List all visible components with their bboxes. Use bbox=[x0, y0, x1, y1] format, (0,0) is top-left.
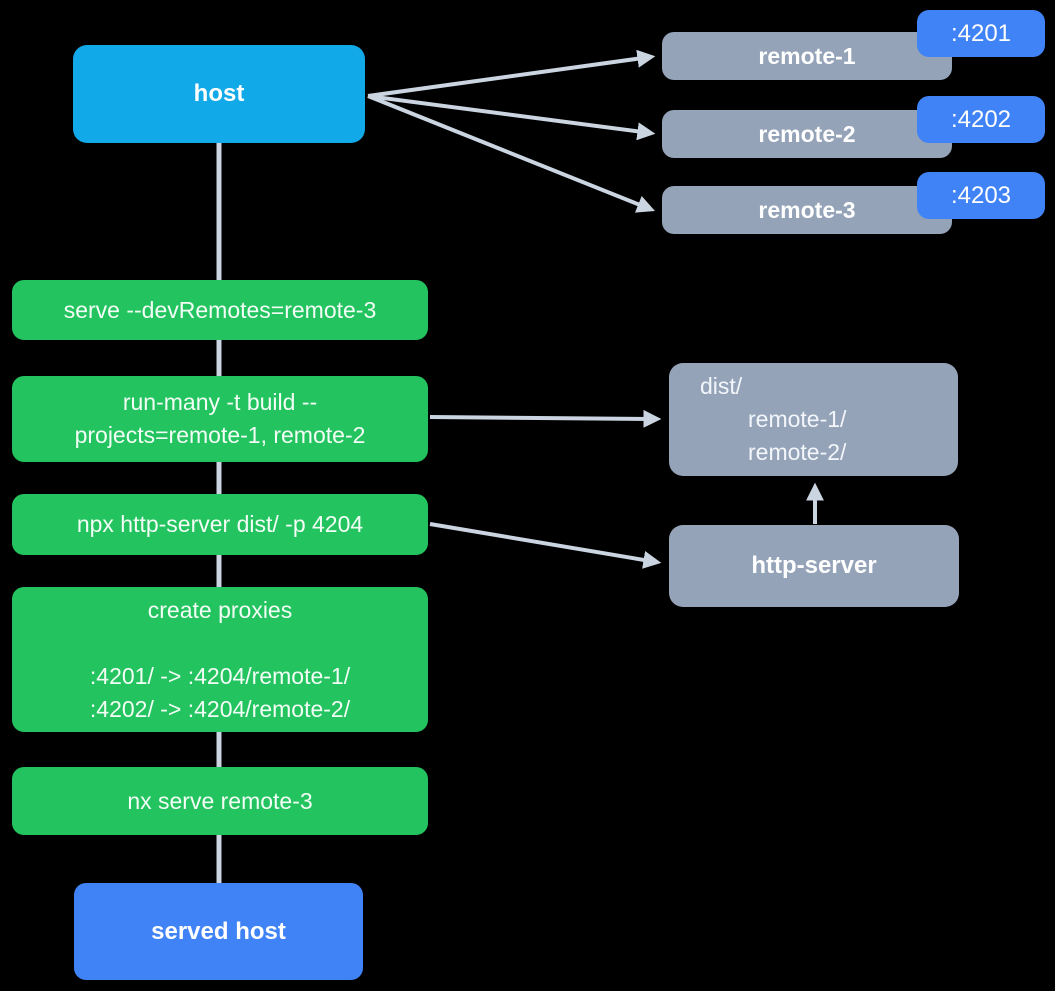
remote-1-node: remote-1 bbox=[662, 32, 952, 80]
remote-1-label: remote-1 bbox=[758, 42, 856, 69]
dist-folder-node: dist/ remote-1/ remote-2/ bbox=[669, 363, 958, 476]
port-badge-4202: :4202 bbox=[917, 96, 1045, 143]
port-4201-label: :4201 bbox=[950, 19, 1012, 47]
step-npx-line: npx http-server dist/ -p 4204 bbox=[76, 511, 364, 537]
served-host-label: served host bbox=[151, 917, 286, 945]
remote-2-label: remote-2 bbox=[758, 120, 856, 147]
dist-remote-1-label: remote-1/ bbox=[748, 406, 847, 432]
step-serve-devremotes: serve --devRemotes=remote-3 bbox=[12, 280, 428, 340]
step-npx-http-server: npx http-server dist/ -p 4204 bbox=[12, 494, 428, 555]
proxies-map-1: :4201/ -> :4204/remote-1/ bbox=[89, 662, 351, 689]
proxies-title: create proxies bbox=[147, 596, 293, 623]
arrow-host-remote-3 bbox=[367, 94, 656, 213]
arrow-host-remote-2 bbox=[367, 94, 656, 141]
served-host-node: served host bbox=[74, 883, 363, 980]
proxies-map-2: :4202/ -> :4204/remote-2/ bbox=[89, 695, 351, 722]
arrow-build-dist bbox=[429, 409, 662, 428]
port-4202-label: :4202 bbox=[950, 105, 1012, 133]
arrow-host-remote-1 bbox=[367, 49, 656, 98]
http-server-node: http-server bbox=[669, 525, 959, 607]
step-nx-serve-remote-3: nx serve remote-3 bbox=[12, 767, 428, 835]
port-4203-label: :4203 bbox=[950, 181, 1012, 209]
remote-3-node: remote-3 bbox=[662, 186, 952, 234]
arrow-npx-httpserver bbox=[429, 522, 662, 569]
step-create-proxies: create proxies :4201/ -> :4204/remote-1/… bbox=[12, 587, 428, 732]
step-nxserve-line: nx serve remote-3 bbox=[127, 787, 313, 814]
remote-3-label: remote-3 bbox=[758, 196, 856, 223]
step-build-line-2: projects=remote-1, remote-2 bbox=[74, 422, 366, 448]
remote-2-node: remote-2 bbox=[662, 110, 952, 158]
dist-root-label: dist/ bbox=[700, 373, 743, 399]
port-badge-4201: :4201 bbox=[917, 10, 1045, 57]
step-build-line-1: run-many -t build -- bbox=[122, 389, 318, 415]
host-node: host bbox=[73, 45, 365, 143]
step-serve-line: serve --devRemotes=remote-3 bbox=[63, 296, 377, 323]
port-badge-4203: :4203 bbox=[917, 172, 1045, 219]
dist-remote-2-label: remote-2/ bbox=[748, 439, 847, 465]
step-run-many-build: run-many -t build -- projects=remote-1, … bbox=[12, 376, 428, 462]
host-label: host bbox=[193, 80, 245, 107]
http-server-label: http-server bbox=[751, 552, 877, 579]
